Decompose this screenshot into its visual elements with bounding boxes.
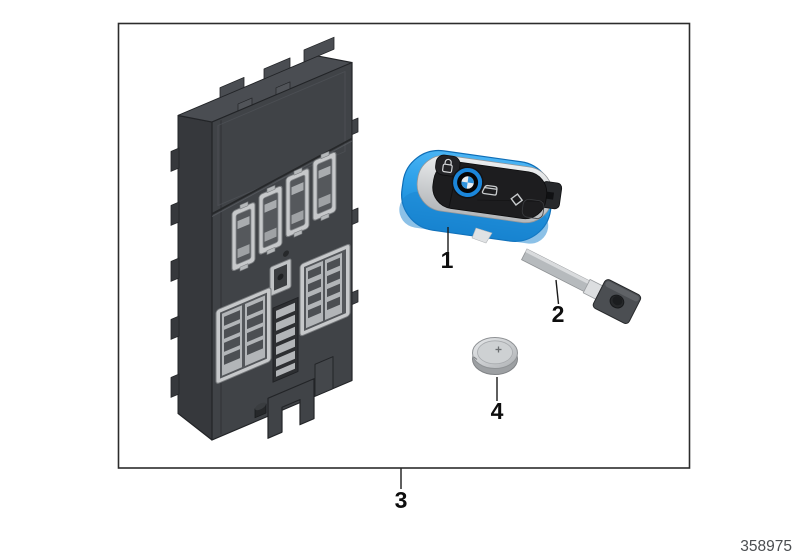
callout-3-label[interactable]: 3 (395, 487, 408, 513)
callout-2-leader (555, 279, 560, 305)
module-connector-socket (312, 151, 337, 222)
key-blade-illustration (521, 248, 642, 325)
key-case-edge (471, 227, 493, 244)
part-number: 358975 (740, 538, 792, 555)
kit-boundary-box (117, 22, 691, 469)
module-connector-socket (231, 201, 256, 272)
battery-illustration (472, 337, 518, 375)
callout-2-label[interactable]: 2 (552, 301, 565, 327)
remote-key-illustration (399, 149, 563, 244)
module-fuse-ladder (272, 296, 299, 383)
body-control-module-illustration (170, 36, 359, 441)
module-top-tab (219, 76, 245, 99)
module-side-tab (170, 147, 180, 172)
module-connector-block (215, 287, 272, 384)
module-side-tab (170, 257, 180, 282)
callout-1-label[interactable]: 1 (441, 247, 454, 273)
module-top-tab (263, 57, 291, 80)
module-mounting-foot (267, 378, 315, 439)
module-side-tab (170, 201, 180, 226)
module-top-tab (303, 36, 335, 63)
callout-4-label[interactable]: 4 (491, 398, 504, 424)
module-connector-socket (285, 167, 310, 238)
module-side-tab (170, 373, 180, 398)
battery-plus-icon (495, 346, 502, 353)
bmw-roundel-icon (451, 166, 484, 199)
diamond-button-icon (510, 193, 524, 206)
lock-icon (442, 158, 453, 174)
module-mounting-tab (314, 356, 334, 397)
lock-button (435, 154, 461, 177)
module-side-tab (170, 315, 180, 340)
module-connector-block (299, 243, 351, 337)
trunk-release-icon (481, 184, 498, 196)
module-connector-socket (258, 184, 283, 255)
